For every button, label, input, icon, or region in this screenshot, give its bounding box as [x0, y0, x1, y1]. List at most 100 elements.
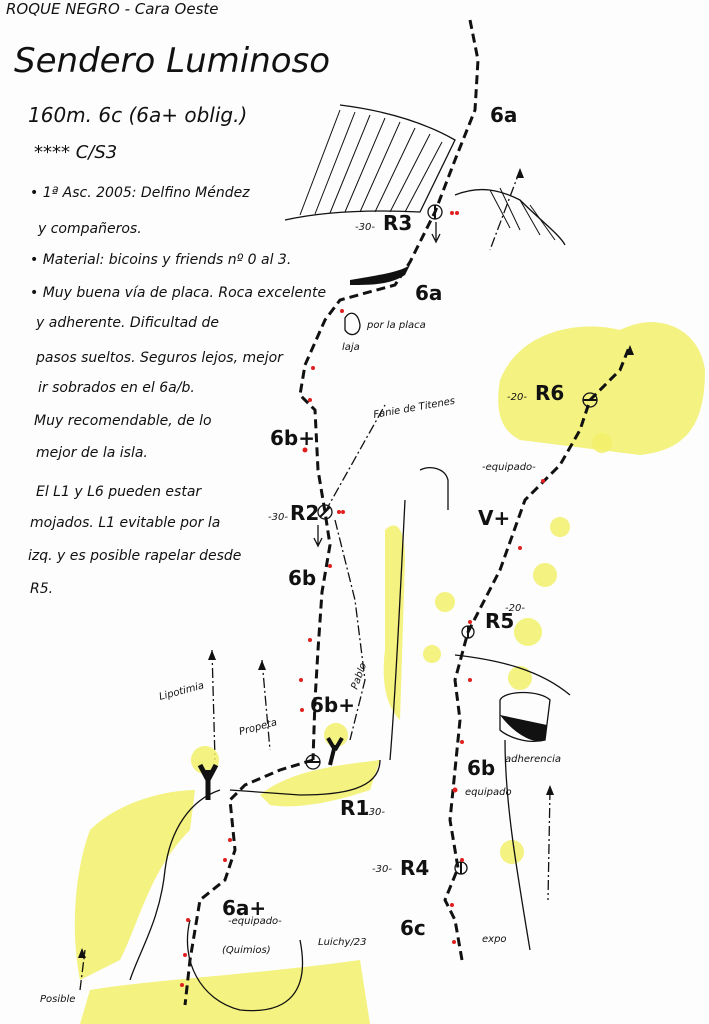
annotation-adherencia: adherencia [505, 754, 561, 765]
belay-r1 [305, 754, 321, 770]
note-line: Muy recomendable, de lo [34, 413, 212, 429]
roof-black [350, 265, 410, 285]
note-line: El L1 y L6 pueden estar [36, 484, 202, 500]
belay-label: R4 [400, 856, 429, 880]
arrow-up-icon [546, 785, 554, 795]
rock-base [129, 759, 381, 981]
grade-label: 6a [415, 281, 442, 305]
pitch-length: -30- [355, 222, 375, 233]
annotation-equipado: -equipado- [228, 916, 282, 927]
bush [592, 433, 612, 453]
annotation-quimios: (Quimios) [222, 945, 271, 956]
grade-label: V+ [478, 506, 510, 530]
overhang-black [500, 715, 547, 742]
belay-r3 [427, 204, 443, 220]
laja-flake [344, 312, 361, 336]
hatching [299, 109, 556, 241]
variant-posible [79, 949, 86, 991]
grade-label: 6c [400, 916, 426, 940]
bush [533, 563, 557, 587]
rappel-arrow-icon [313, 525, 323, 548]
variant-fanie [324, 404, 386, 513]
grade-label: 6a+ [222, 896, 266, 920]
note-line: y compañeros. [37, 221, 142, 237]
note-line: mojados. L1 evitable por la [30, 515, 220, 531]
roof-rock [284, 104, 456, 221]
vegetation-left [74, 790, 195, 980]
variant-fanie-label: Fanie de Titenes [373, 396, 456, 421]
boulder [186, 919, 304, 1012]
tree-icon [324, 723, 348, 766]
bolts [180, 211, 545, 987]
route-line-lower [183, 758, 314, 1006]
route-title: Sendero Luminoso [14, 41, 330, 81]
pitch-length: -20- [505, 603, 525, 614]
note-line: izq. y es posible rapelar desde [28, 548, 241, 564]
belay-label: R3 [383, 211, 412, 235]
arrow-up-icon [78, 948, 86, 958]
grade-label: 6b+ [270, 426, 315, 450]
tree-icon [191, 746, 219, 800]
pillar [389, 467, 449, 761]
bush [500, 840, 524, 864]
note-line: ir sobrados en el 6a/b. [38, 380, 195, 396]
belay-r5 [461, 625, 475, 639]
note-line: y adherente. Dificultad de [35, 315, 219, 331]
variant-lipotimia-label: Lipotimia [158, 680, 205, 703]
arrow-up-icon [516, 168, 524, 178]
annotation-equipado: -equipado- [482, 462, 536, 473]
pitch-length: -30- [268, 512, 288, 523]
belay-label: R6 [535, 381, 564, 405]
belay-label: R1 [340, 796, 369, 820]
grade-label: 6b [288, 566, 316, 590]
variant-pablo-label: Pablo [349, 662, 369, 692]
note-line: pasos sueltos. Seguros lejos, mejor [35, 350, 284, 366]
vegetation-right-wall [383, 525, 405, 720]
arrow-up-icon [258, 660, 266, 670]
bush [514, 618, 542, 646]
annotation-expo: expo [482, 934, 507, 945]
variant-propeta-label: Propeta [238, 717, 278, 738]
bush [550, 517, 570, 537]
variant-propeta [261, 659, 271, 751]
grade-label: 6b [467, 756, 495, 780]
note-line: • Muy buena vía de placa. Roca excelente [30, 285, 326, 301]
annotation-por-placa: por la placa [366, 320, 426, 331]
rock-edge-right [454, 654, 571, 951]
author-signature: Luichy/23 [318, 937, 367, 948]
bush [435, 592, 455, 612]
pitch-length: -20- [507, 392, 527, 403]
route-rating: **** C/S3 [34, 142, 117, 163]
variant-lipotimia [211, 649, 216, 761]
bush [423, 645, 441, 663]
note-line: • 1ª Asc. 2005: Delfino Méndez [30, 185, 250, 201]
variant-right [547, 789, 551, 901]
area-name: ROQUE NEGRO - Cara Oeste [6, 0, 219, 18]
variant-pablo [334, 519, 366, 741]
arrow-up-icon [626, 345, 634, 355]
note-line: R5. [30, 581, 53, 597]
belay-label: R2 [290, 501, 319, 525]
annotation-equipado: equipado [465, 787, 512, 798]
belay-r2 [317, 504, 333, 520]
annotation-laja: laja [342, 342, 360, 353]
belay-r4 [454, 861, 468, 875]
belay-label: R5 [485, 609, 514, 633]
grade-label: 6b+ [310, 693, 355, 717]
annotation-posible: Posible [40, 994, 75, 1005]
arrow-up-icon [208, 650, 216, 660]
vegetation-bottom [80, 960, 370, 1024]
grade-label: 6a [490, 103, 517, 127]
route-line-upper [298, 19, 480, 761]
variant-top [489, 169, 521, 251]
bush [508, 666, 532, 690]
rappel-arrow-icon [431, 222, 441, 244]
belay-r6 [582, 392, 598, 408]
note-line: mejor de la isla. [36, 445, 148, 461]
rock-outline-right [454, 188, 566, 246]
pitch-length: -30- [365, 807, 385, 818]
note-line: • Material: bicoins y friends nº 0 al 3. [30, 252, 291, 268]
route-line-right [443, 344, 632, 961]
route-summary: 160m. 6c (6a+ oblig.) [28, 103, 247, 127]
